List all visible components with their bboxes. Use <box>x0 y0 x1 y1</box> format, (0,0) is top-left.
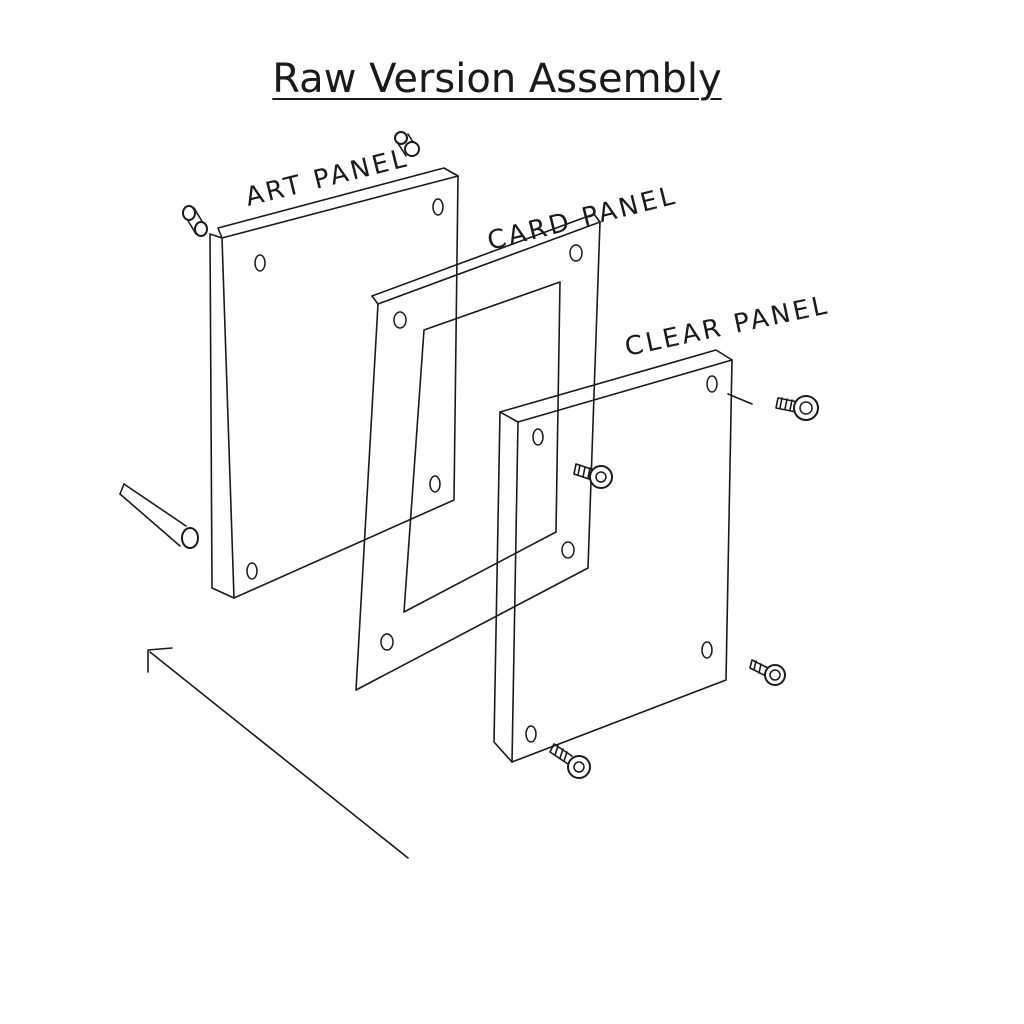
pin-left <box>182 205 208 237</box>
pin-right <box>394 131 420 157</box>
card-panel-hole <box>569 244 583 262</box>
assembly-direction-arrow <box>147 647 409 859</box>
art-panel-hole <box>254 254 266 272</box>
rod <box>119 483 199 549</box>
clear-panel <box>493 349 733 763</box>
label-art-panel: ART PANEL <box>242 143 412 213</box>
art-panel-hole <box>429 475 441 493</box>
screw-top-right <box>727 393 819 421</box>
label-clear-panel: CLEAR PANEL <box>622 290 832 363</box>
screw-bottom-right <box>749 659 786 686</box>
card-panel-hole <box>380 633 394 651</box>
clear-panel-hole <box>525 725 537 743</box>
screw-bottom <box>549 743 591 779</box>
clear-panel-hole <box>706 375 718 393</box>
clear-panel-hole <box>532 428 544 446</box>
screw-middle <box>573 463 613 489</box>
card-panel-hole <box>393 311 407 329</box>
diagram-title: Raw Version Assembly <box>272 56 722 102</box>
card-panel <box>355 213 601 691</box>
art-panel-hole <box>432 198 444 216</box>
art-panel-hole <box>246 562 258 580</box>
art-panel <box>209 167 459 599</box>
clear-panel-hole <box>701 641 713 659</box>
card-panel-hole <box>561 541 575 559</box>
